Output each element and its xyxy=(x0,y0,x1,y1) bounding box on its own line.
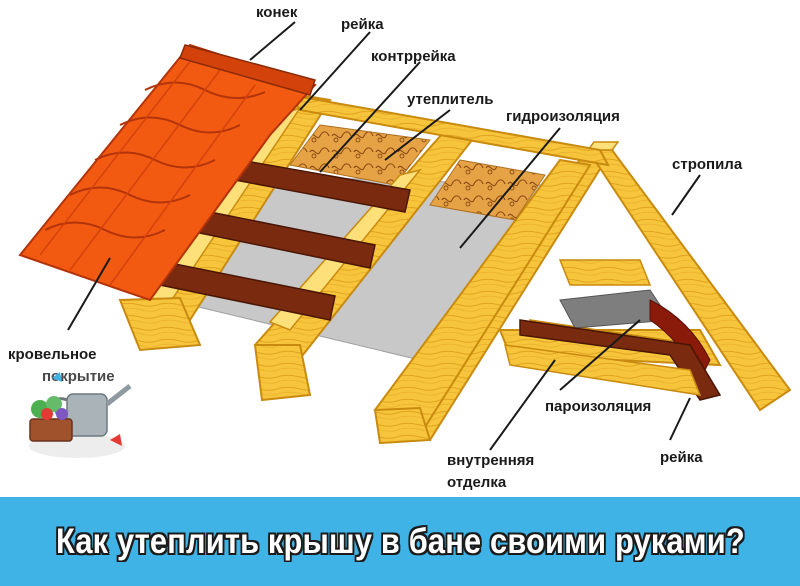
insulation xyxy=(289,124,546,221)
label-rafters: стропила xyxy=(672,156,743,173)
banner-title: Как утеплить крышу в бане своими руками? xyxy=(55,521,745,561)
label-insulation: утеплитель xyxy=(407,91,494,108)
label-roofing-line1: кровельное xyxy=(8,346,97,363)
pointer-lines xyxy=(67,21,701,451)
roof-tiles xyxy=(18,43,317,302)
label-vapor-barrier: пароизоляция xyxy=(545,398,652,415)
ridge-cap xyxy=(179,44,316,96)
label-ridge: конек xyxy=(256,4,298,21)
roof-structure-diagram xyxy=(18,21,792,451)
label-inner-finish: внутренняя отделка xyxy=(447,450,534,494)
interior-lath xyxy=(519,319,722,401)
label-inner-finish-line2: отделка xyxy=(447,474,507,491)
label-counter-lath: контррейка xyxy=(371,48,456,65)
label-inner-finish-line1: внутренняя xyxy=(447,452,535,469)
label-waterproofing: гидроизоляция xyxy=(506,108,620,125)
interior-finish-board xyxy=(504,344,702,396)
beam-ends xyxy=(118,296,432,445)
label-roofing: кровельное xyxy=(8,344,97,366)
label-lath-bottom: рейка xyxy=(660,449,703,466)
title-banner: Как утеплить крышу в бане своими руками? xyxy=(0,497,800,586)
label-lath-top: рейка xyxy=(341,16,384,33)
garden-watering-can-logo xyxy=(29,372,132,458)
